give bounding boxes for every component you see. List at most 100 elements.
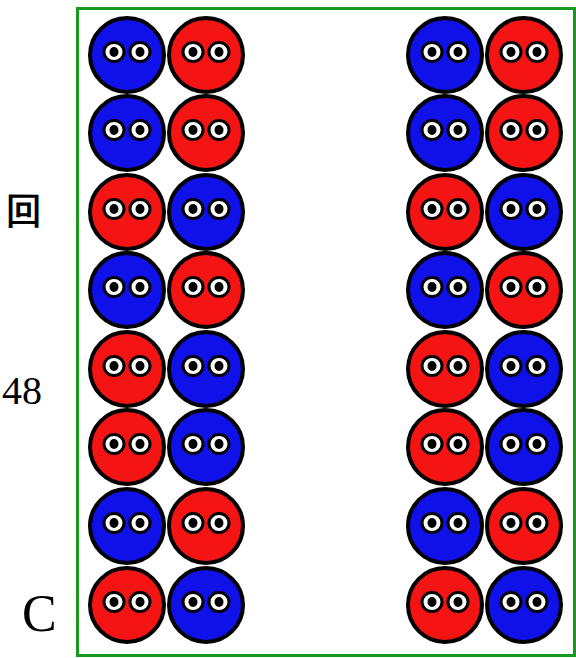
puyo-eye — [448, 43, 468, 62]
puyo-eye — [422, 357, 442, 376]
puyo-pupil — [428, 518, 437, 528]
puyo-pupil — [136, 204, 145, 214]
puyo-pupil — [428, 47, 437, 57]
puyo-eye — [448, 357, 468, 376]
puyo-eye — [501, 593, 521, 612]
puyo-eye — [209, 278, 229, 297]
puyo-blob — [169, 175, 243, 249]
puyo-eye — [527, 43, 547, 62]
puyo-pupil — [507, 518, 516, 528]
puyo-eye — [130, 43, 150, 62]
puyo-body — [169, 175, 243, 249]
puyo-eye — [209, 121, 229, 140]
puyo-pupil — [454, 439, 463, 449]
puyo-eye — [422, 43, 442, 62]
puyo-pupil — [428, 439, 437, 449]
puyo-blob — [169, 410, 243, 484]
puyo-pupil — [428, 204, 437, 214]
puyo-pupil — [189, 125, 198, 135]
puyo-pupil — [533, 518, 542, 528]
puyo-eye — [501, 514, 521, 533]
puyo-eye — [527, 121, 547, 140]
puyo-eye — [104, 278, 124, 297]
puyo-pupil — [215, 204, 224, 214]
puyo-eye — [130, 435, 150, 454]
puyo-pupil — [110, 282, 119, 292]
puyo-eye — [501, 278, 521, 297]
puyo-eye — [501, 357, 521, 376]
puyo-pupil — [110, 439, 119, 449]
puyo-pupil — [428, 125, 437, 135]
puyo-eye — [422, 514, 442, 533]
side-character: 回 — [6, 193, 42, 229]
puyo-eye — [104, 121, 124, 140]
puyo-pupil — [136, 597, 145, 607]
puyo-eye — [422, 278, 442, 297]
puyo-blob — [487, 18, 561, 92]
puyo-body — [169, 410, 243, 484]
puyo-pupil — [454, 125, 463, 135]
puyo-eye — [130, 514, 150, 533]
puyo-eye — [209, 43, 229, 62]
puyo-eye — [183, 200, 203, 219]
puyo-pupil — [189, 597, 198, 607]
puyo-eye — [422, 435, 442, 454]
puyo-eye — [527, 593, 547, 612]
puyo-pupil — [136, 282, 145, 292]
puyo-blob — [169, 568, 243, 642]
puyo-blob — [90, 175, 164, 249]
puyo-body — [90, 253, 164, 327]
puyo-pupil — [454, 204, 463, 214]
puyo-eye — [448, 121, 468, 140]
puyo-eye — [183, 435, 203, 454]
puyo-pupil — [428, 361, 437, 371]
puyo-pupil — [533, 361, 542, 371]
puyo-eye — [527, 514, 547, 533]
puyo-eye — [422, 200, 442, 219]
puyo-eye — [130, 200, 150, 219]
puyo-blob — [90, 568, 164, 642]
puyo-blob — [408, 96, 482, 170]
puyo-eye — [209, 357, 229, 376]
puyo-blob — [90, 96, 164, 170]
puyo-blob — [408, 253, 482, 327]
puyo-eye — [501, 121, 521, 140]
puyo-pupil — [454, 47, 463, 57]
puyo-blob — [90, 410, 164, 484]
puyo-blob — [487, 410, 561, 484]
puyo-eye — [448, 278, 468, 297]
puyo-pupil — [110, 597, 119, 607]
puyo-pupil — [533, 204, 542, 214]
puyo-pupil — [136, 361, 145, 371]
puyo-pupil — [189, 47, 198, 57]
puyo-group — [90, 18, 561, 642]
puyo-eye — [422, 121, 442, 140]
puyo-pupil — [110, 204, 119, 214]
puyo-body — [90, 332, 164, 406]
puyo-blob — [169, 489, 243, 563]
puyo-pupil — [215, 361, 224, 371]
puyo-blob — [487, 175, 561, 249]
puyo-eye — [183, 121, 203, 140]
puyo-pupil — [507, 204, 516, 214]
puyo-blob — [90, 18, 164, 92]
puyo-body — [90, 489, 164, 563]
puyo-blob — [408, 489, 482, 563]
puyo-eye — [104, 514, 124, 533]
puyo-pupil — [110, 125, 119, 135]
puyo-eye — [104, 43, 124, 62]
puyo-body — [487, 253, 561, 327]
puyo-body — [90, 175, 164, 249]
puyo-body — [408, 410, 482, 484]
puyo-body — [487, 489, 561, 563]
puyo-body — [487, 18, 561, 92]
puyo-eye — [209, 514, 229, 533]
puyo-pupil — [507, 47, 516, 57]
puyo-eye — [104, 593, 124, 612]
puyo-body — [90, 410, 164, 484]
puyo-blob — [169, 332, 243, 406]
puyo-blob — [90, 332, 164, 406]
puyo-eye — [183, 593, 203, 612]
puyo-blob — [408, 175, 482, 249]
